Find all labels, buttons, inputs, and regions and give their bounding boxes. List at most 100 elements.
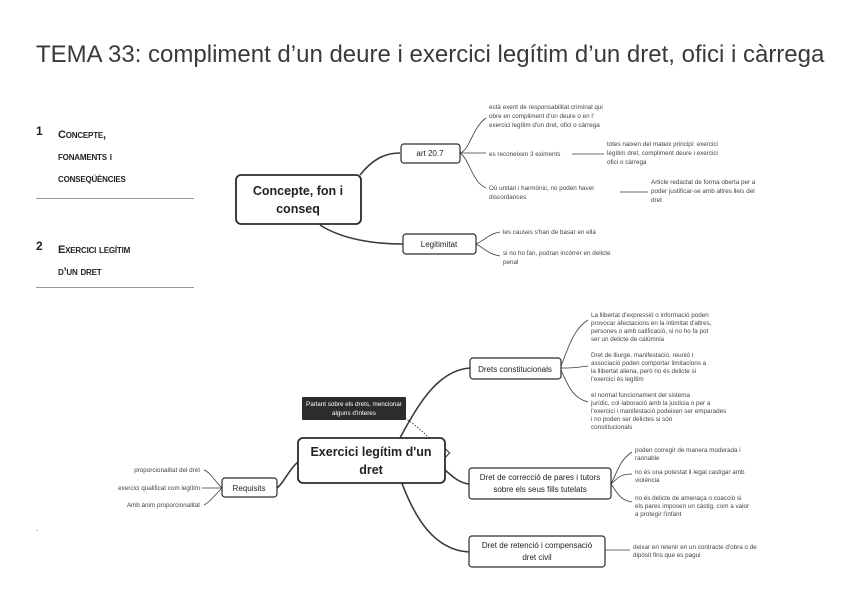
note-callout[interactable] xyxy=(302,397,406,420)
requisits-node-label: Requisits xyxy=(233,484,266,493)
requisit-item: proporcionalitat del dret xyxy=(134,467,200,474)
svg-text:ofici o càrrega: ofici o càrrega xyxy=(607,159,647,166)
concepte-root-label: Concepte, fon i xyxy=(253,184,343,198)
toc-divider xyxy=(36,198,194,199)
svg-text:no és una potestat il·legal ca: no és una potestat il·legal castigar amb xyxy=(635,469,745,476)
svg-text:si no ho fan, podran incórrer: si no ho fan, podran incórrer en delicte xyxy=(503,250,611,257)
svg-text:La llibertat d'expressió o inf: La llibertat d'expressió o informació po… xyxy=(591,312,709,319)
svg-text:està exent de responsabilitat: està exent de responsabilitat criminal q… xyxy=(489,104,603,111)
svg-text:constitucionals: constitucionals xyxy=(591,424,632,431)
edge-b2-child1 xyxy=(610,451,633,485)
concepte-root-label: conseq xyxy=(276,202,320,216)
edge-b2-child3 xyxy=(610,483,633,503)
art-child-harmonic: Ού unitari i harmònic, no poden haver di… xyxy=(489,184,594,201)
edge-legit-child2 xyxy=(475,243,501,257)
exercici-root-label: dret xyxy=(359,463,383,477)
legit-child-penal: si no ho fan, podran incórrer en delicte… xyxy=(503,250,611,266)
b1-manifestacio: Dret de lliurge, manifestació, reunió i … xyxy=(591,352,707,383)
edge-root2-branch3 xyxy=(399,477,470,553)
svg-text:a protegir l'infant: a protegir l'infant xyxy=(635,511,682,518)
svg-text:associació poden comportar lim: associació poden comportar limitacions a xyxy=(591,360,707,367)
svg-text:dipòsit fins que es pagui: dipòsit fins que es pagui xyxy=(633,552,701,559)
edge-req-child1 xyxy=(203,469,223,489)
svg-text:Dret de lliurge, manifestació,: Dret de lliurge, manifestació, reunió i xyxy=(591,352,693,359)
edge-b1-child1 xyxy=(559,319,589,369)
edge-legit-child1 xyxy=(475,231,501,245)
stray-mark: . xyxy=(36,524,39,533)
edge-root1-art xyxy=(359,152,401,176)
b2-violencia: no és una potestat il·legal castigar amb… xyxy=(635,469,745,484)
b3-retencio: deixar en retenir en un contracte d'obra… xyxy=(633,544,757,559)
svg-text:Article redactat de forma ober: Article redactat de forma oberta per a xyxy=(651,179,756,186)
exercici-root-node[interactable] xyxy=(297,437,446,484)
toc-line: Concepte, xyxy=(58,129,106,141)
svg-text:els pares imposen un càstig, c: els pares imposen un càstig, com a valor xyxy=(635,503,749,510)
drets-constitucionals-label: Drets constitucionals xyxy=(478,365,552,374)
art-child-exempt: està exent de responsabilitat criminal q… xyxy=(489,104,603,129)
svg-text:exercici legítim d'un dret, of: exercici legítim d'un dret, ofici o càrr… xyxy=(489,122,600,129)
requisit-item: exercici qualificat com legítim xyxy=(118,485,200,492)
dret-correccio-node[interactable] xyxy=(468,467,612,500)
svg-text:jurídic, col·laboració amb la: jurídic, col·laboració amb la justícia o… xyxy=(590,400,711,407)
requisit-item: Amb ànim proporcionalitat xyxy=(127,502,200,509)
note-callout-text: alguns d'interes xyxy=(332,410,376,417)
toc-number: 2 xyxy=(36,239,43,253)
edge-root2-branch1 xyxy=(399,367,471,439)
dret-correccio-label: sobre els seus fills tutelats xyxy=(493,485,586,494)
svg-text:l'exercici i manifestació pode: l'exercici i manifestació podeixen ser e… xyxy=(591,408,726,415)
toc-line: d’un dret xyxy=(58,266,102,278)
svg-text:ser un delicte de calúmnia: ser un delicte de calúmnia xyxy=(591,336,665,343)
svg-text:raonable: raonable xyxy=(635,455,660,462)
svg-text:poden corregir de manera moder: poden corregir de manera moderada i xyxy=(635,447,741,454)
dret-retencio-node[interactable] xyxy=(468,535,606,568)
svg-text:violència: violència xyxy=(635,477,660,484)
b1-sistema-juridic: el normal funcionament del sistema juríd… xyxy=(590,392,726,431)
svg-text:totes naixen del mateix princi: totes naixen del mateix principi: exerci… xyxy=(607,141,718,148)
b2-amenaca: no és delicte de amenaça o coacció si el… xyxy=(635,495,749,518)
svg-text:el normal funcionament del sis: el normal funcionament del sistema xyxy=(591,392,691,399)
drets-constitucionals-node[interactable] xyxy=(469,357,562,380)
art-node-label: art 20.7 xyxy=(416,149,444,158)
legitimitat-node-label: Legitimitat xyxy=(421,240,458,249)
svg-text:no és delicte de amenaça o coa: no és delicte de amenaça o coacció si xyxy=(635,495,741,502)
toc-item-concepte[interactable]: 1 Concepte, fonaments i conseqüències xyxy=(36,124,196,204)
note-callout-text: Parlant sobre els drets, mencionar xyxy=(306,401,402,408)
svg-text:i no poden ser delictes si són: i no poden ser delictes si són xyxy=(591,416,673,423)
svg-text:l'exercici és legítim: l'exercici és legítim xyxy=(591,376,644,383)
edge-req-child3 xyxy=(203,487,223,506)
requisits-node[interactable] xyxy=(221,477,278,498)
toc-line: conseqüències xyxy=(58,173,126,185)
toc-number: 1 xyxy=(36,124,43,138)
b1-expressio: La llibertat d'expressió o informació po… xyxy=(591,312,712,343)
legitimitat-node[interactable] xyxy=(402,233,477,255)
legit-child-basis: les causes s'han de basar en ella xyxy=(503,229,596,236)
svg-text:legítim dret, compliment deure: legítim dret, compliment deure i exercic… xyxy=(607,150,718,157)
edge-art-child1 xyxy=(459,117,487,154)
toc-item-exercici[interactable]: 2 Exercici legítim d’un dret xyxy=(36,239,196,289)
concepte-root-node[interactable] xyxy=(235,174,362,225)
dret-correccio-label: Dret de correcció de pares i tutors xyxy=(480,473,601,482)
svg-text:discordances: discordances xyxy=(489,194,526,201)
svg-text:persones o amb calificació, si: persones o amb calificació, si no ho fa … xyxy=(591,328,709,335)
svg-text:Ού unitari i harmònic, no pode: Ού unitari i harmònic, no poden haver xyxy=(489,184,594,192)
svg-text:deixar en retenir en un contra: deixar en retenir en un contracte d'obra… xyxy=(633,544,757,551)
svg-text:poder justificar-se amb altres: poder justificar-se amb altres lleis del xyxy=(651,188,755,195)
dret-retencio-label: dret civil xyxy=(522,553,552,562)
art-node[interactable] xyxy=(400,143,461,164)
exercici-root-label: Exercici legítim d'un xyxy=(310,445,431,459)
svg-text:provocar afectacions en la int: provocar afectacions en la intimitat d'a… xyxy=(591,320,712,327)
svg-text:les causes s'han de basar en e: les causes s'han de basar en ella xyxy=(503,229,596,236)
edge-root2-branch2 xyxy=(444,469,470,485)
dret-retencio-label: Dret de retenció i compensació xyxy=(482,541,593,550)
harmonic-detail: Article redactat de forma oberta per a p… xyxy=(651,179,756,204)
svg-text:la llibertat aliena, però no é: la llibertat aliena, però no és delicte … xyxy=(591,368,696,375)
eximents-principle: totes naixen del mateix principi: exerci… xyxy=(607,141,718,166)
svg-text:obre en compliment d'un deure: obre en compliment d'un deure o en l' xyxy=(489,113,594,120)
edge-b1-child2 xyxy=(559,365,589,369)
art-child-eximents: es reconeixen 3 eximents xyxy=(489,151,560,158)
toc-line: Exercici legítim xyxy=(58,244,131,256)
edge-b1-child3 xyxy=(559,367,589,403)
page-title: TEMA 33: compliment d’un deure i exercic… xyxy=(36,41,825,68)
svg-text:es reconeixen 3 eximents: es reconeixen 3 eximents xyxy=(489,151,560,158)
